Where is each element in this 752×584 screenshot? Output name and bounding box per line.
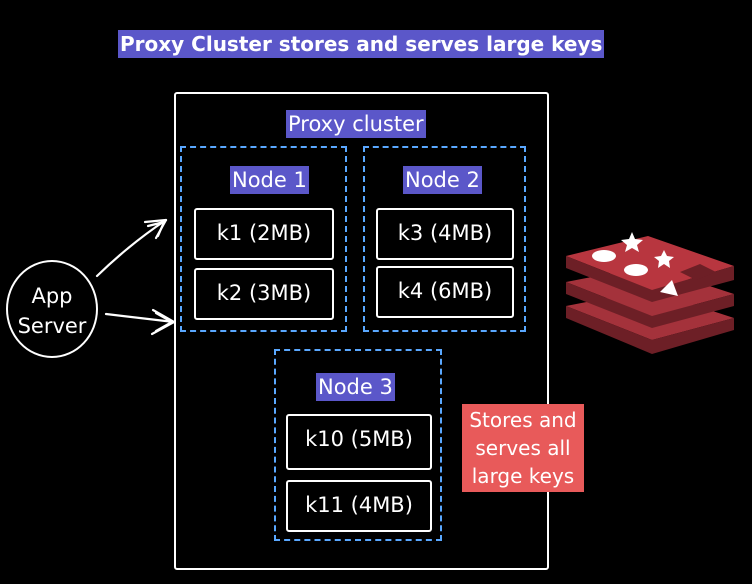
node-2-label: Node 2 — [403, 166, 482, 194]
large-keys-note: Stores and serves all large keys — [462, 404, 584, 492]
key-k1: k1 (2MB) — [194, 208, 334, 260]
note-line-3: large keys — [471, 464, 575, 488]
node-1-box — [180, 146, 347, 332]
note-line-2: serves all — [475, 436, 571, 460]
key-k4: k4 (6MB) — [376, 266, 514, 318]
node-1-label: Node 1 — [230, 166, 309, 194]
arrow-to-node-1-lower — [104, 308, 176, 336]
arrow-to-node-1 — [95, 218, 168, 278]
key-k11: k11 (4MB) — [286, 480, 432, 532]
proxy-cluster-box — [174, 92, 549, 570]
node-3-box — [274, 349, 442, 541]
diagram-title: Proxy Cluster stores and serves large ke… — [118, 30, 605, 58]
key-k2: k2 (3MB) — [194, 268, 334, 320]
redis-logo-icon — [566, 232, 734, 354]
app-server-label-line-1: App — [31, 284, 73, 308]
note-line-1: Stores and — [469, 408, 577, 432]
proxy-cluster-label: Proxy cluster — [286, 110, 426, 138]
key-k10: k10 (5MB) — [286, 414, 432, 470]
key-k3: k3 (4MB) — [376, 208, 514, 260]
app-server-node: App Server — [6, 260, 98, 358]
app-server-label-line-2: Server — [17, 314, 87, 338]
node-3-label: Node 3 — [316, 373, 395, 401]
node-2-box — [363, 146, 526, 332]
